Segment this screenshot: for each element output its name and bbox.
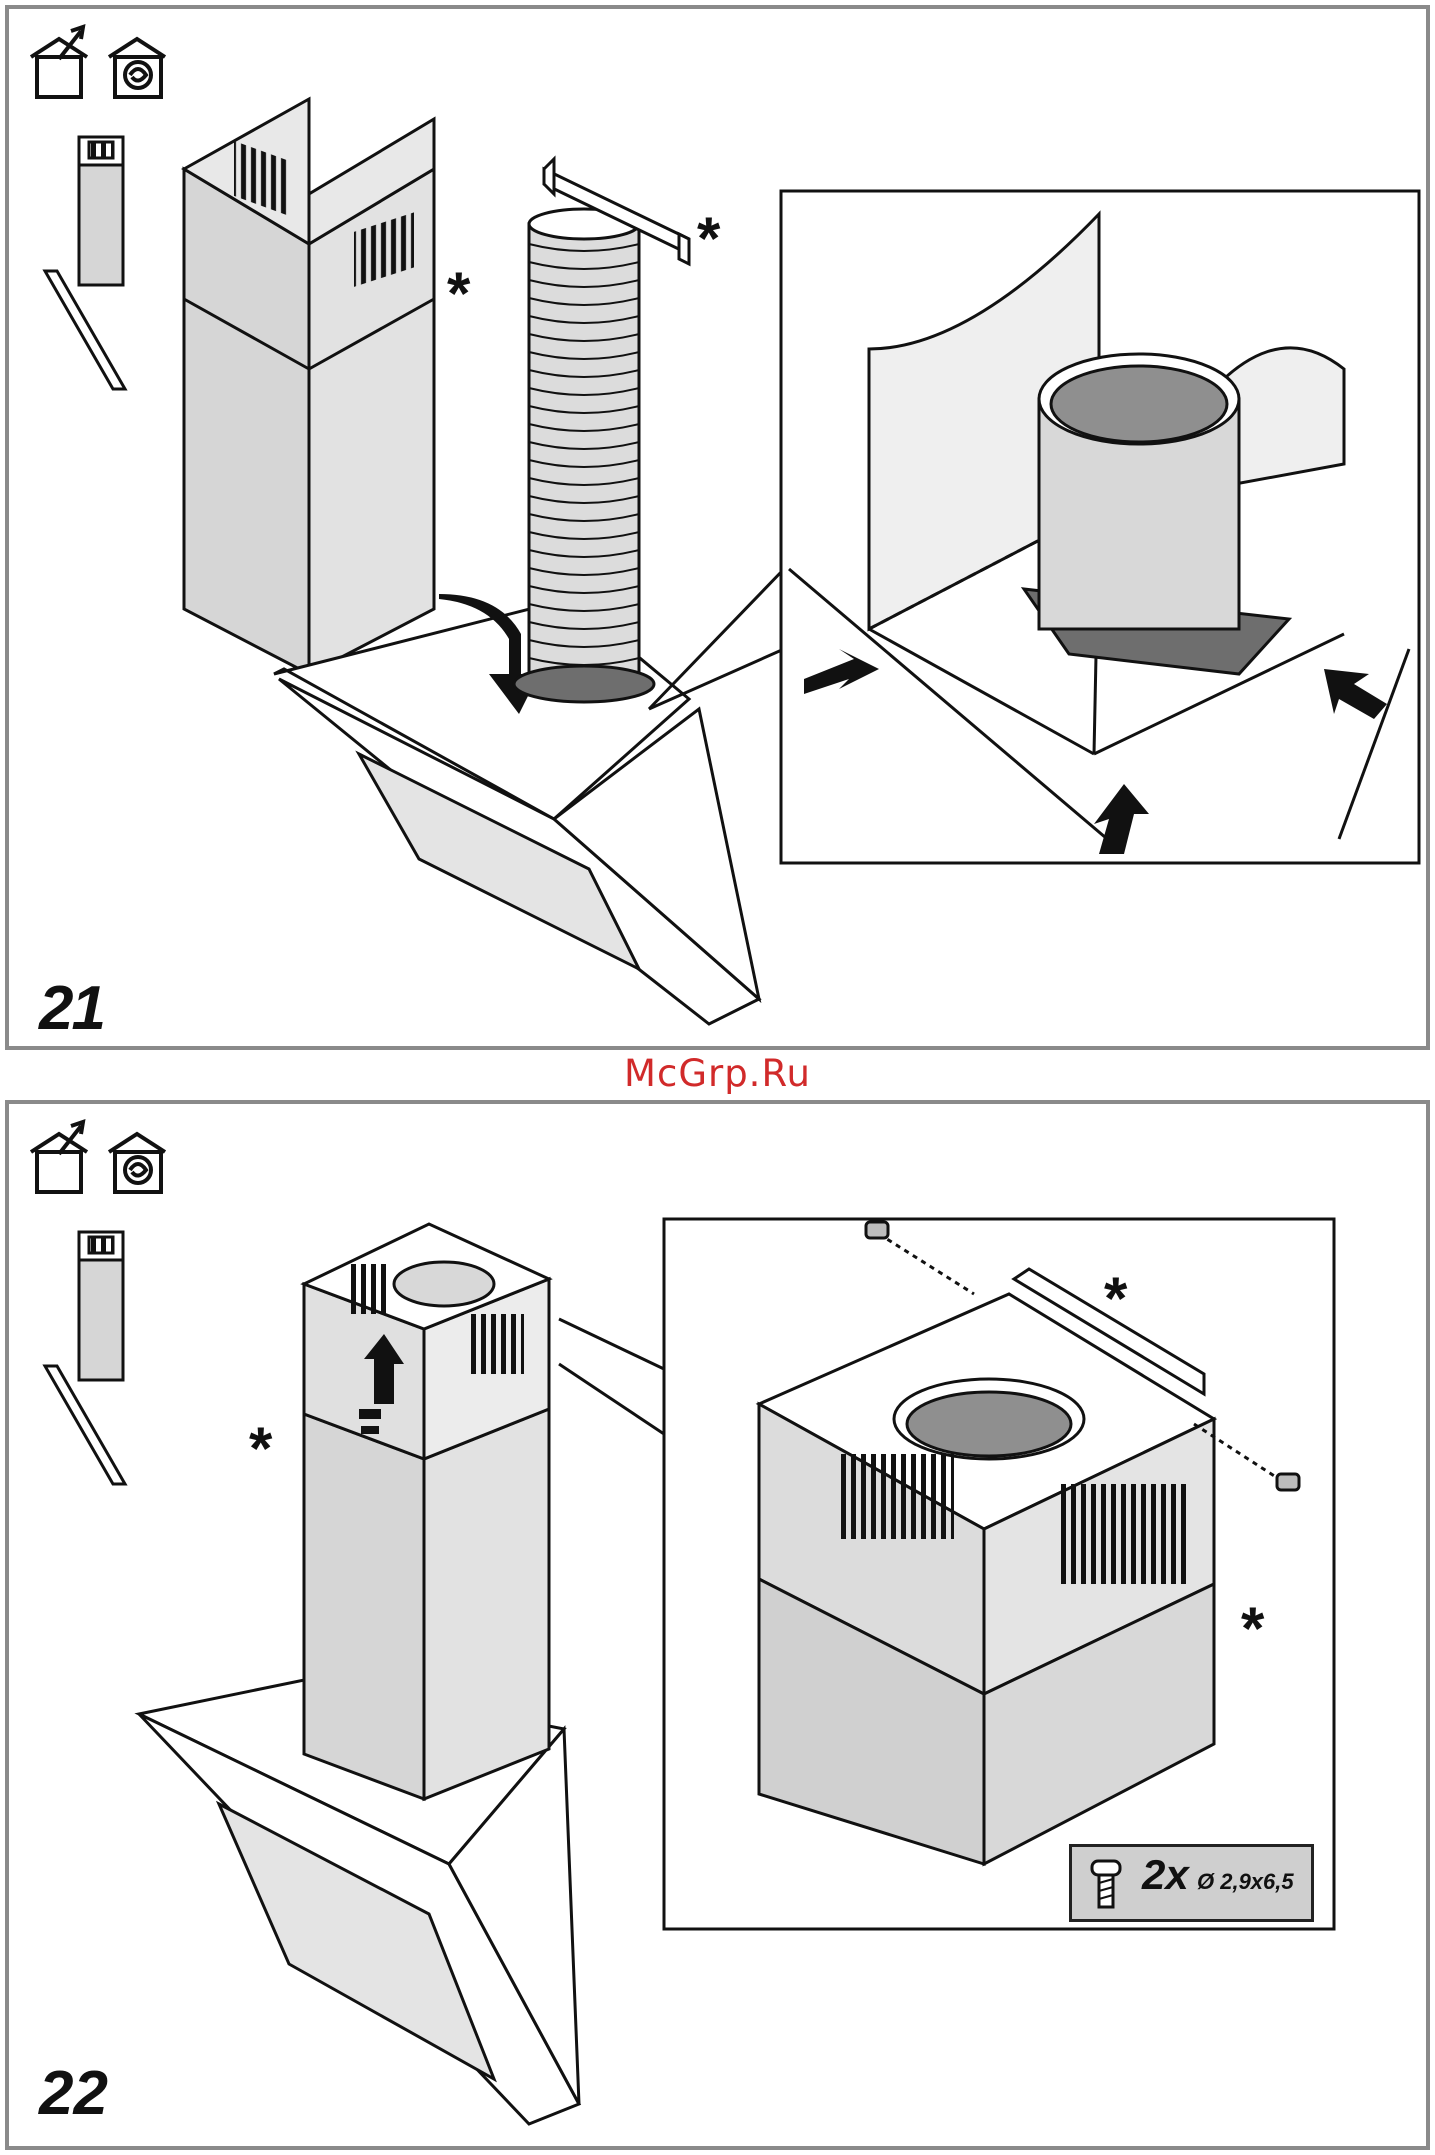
step-22-illustration: * * * 22 bbox=[9, 1104, 1434, 2154]
detail-callout bbox=[559, 1219, 1334, 1929]
recirculation-house-icon bbox=[109, 39, 165, 97]
screw-quantity: 2x bbox=[1142, 1851, 1189, 1899]
flexible-duct bbox=[514, 209, 654, 702]
watermark: McGrp.Ru bbox=[0, 1052, 1435, 1095]
chimney-upper-section bbox=[304, 1224, 549, 1459]
ducted-house-icon bbox=[31, 27, 87, 97]
asterisk-mark: * bbox=[1104, 1265, 1128, 1332]
asterisk-mark: * bbox=[1241, 1595, 1265, 1662]
hood-side-profile-icon bbox=[45, 1232, 125, 1484]
screw-icon bbox=[1086, 1859, 1126, 1913]
screw-spec: Ø 2,9x6,5 bbox=[1197, 1869, 1294, 1895]
detail-callout bbox=[649, 191, 1419, 863]
asterisk-mark: * bbox=[447, 260, 471, 327]
asterisk-mark: * bbox=[249, 1415, 273, 1482]
asterisk-mark: * bbox=[697, 205, 721, 272]
step-21-illustration: * * bbox=[9, 9, 1434, 1054]
recirculation-house-icon bbox=[109, 1134, 165, 1192]
chimney-cover bbox=[184, 99, 434, 674]
hood-side-profile-icon bbox=[45, 137, 125, 389]
step-number: 22 bbox=[38, 2059, 108, 2128]
step-number: 21 bbox=[38, 974, 104, 1043]
ducted-house-icon bbox=[31, 1122, 87, 1192]
step-21-panel: * * bbox=[5, 5, 1430, 1050]
chimney-lower-section bbox=[304, 1409, 549, 1799]
step-22-panel: * * * 22 bbox=[5, 1100, 1430, 2150]
screw-quantity-badge: 2x Ø 2,9x6,5 bbox=[1069, 1844, 1314, 1922]
